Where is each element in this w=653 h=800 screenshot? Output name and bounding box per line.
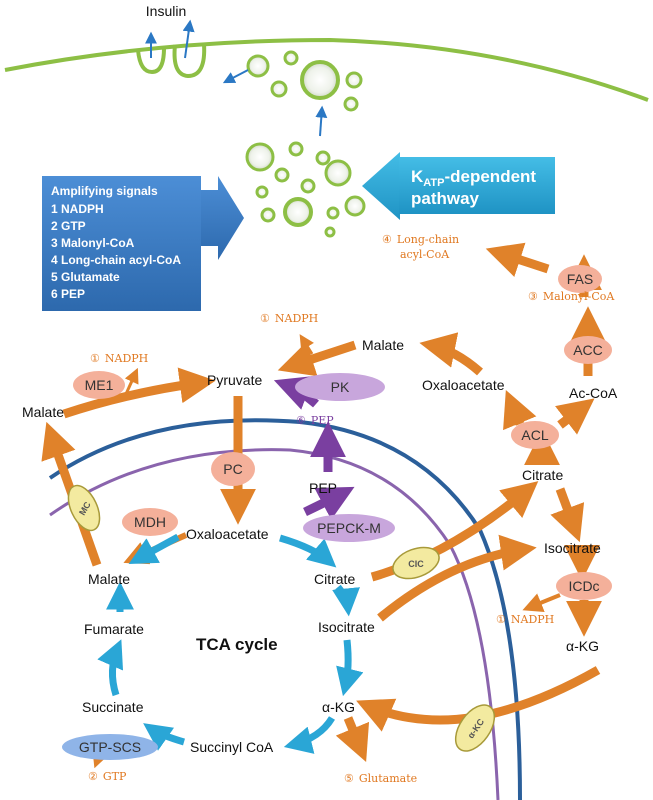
flux-arrow xyxy=(335,716,370,762)
pepck-label: PEPCK-M xyxy=(317,520,381,536)
mito-inner-membrane xyxy=(49,448,500,800)
amplifying-item: 6 PEP xyxy=(51,287,85,301)
gtp-scs-oval xyxy=(62,734,158,760)
pc-oval xyxy=(211,452,255,486)
metabolite-malate-mito: Malate xyxy=(88,571,130,587)
metabolite-pyruvate: Pyruvate xyxy=(207,372,262,388)
akc-transporter: α-KC xyxy=(454,704,496,752)
katp-arrowhead xyxy=(362,152,400,220)
metabolite-citrate-mito: Citrate xyxy=(314,571,355,587)
pk-label: PK xyxy=(331,379,350,395)
tca-arrow xyxy=(97,639,124,697)
gtp-scs-label: GTP-SCS xyxy=(79,739,141,755)
amplifying-signals-box xyxy=(42,176,201,311)
amplifying-item: 2 GTP xyxy=(51,219,86,233)
mdh-label: MDH xyxy=(134,514,166,530)
katp-pathway-box xyxy=(399,157,555,214)
cic-label: CIC xyxy=(408,559,424,569)
acc-oval xyxy=(564,336,612,364)
metabolite-akg-mito: α-KG xyxy=(322,699,355,715)
amplifying-arrowhead xyxy=(198,176,244,260)
exocytosis-pit xyxy=(172,43,207,79)
tca-arrow xyxy=(332,584,360,617)
amplifying-item: 3 Malonyl-CoA xyxy=(51,236,135,250)
flux-arrow xyxy=(419,332,483,376)
insulin-granules xyxy=(246,50,363,112)
me1-oval xyxy=(73,371,125,399)
metabolite-succinyl-coa: Succinyl CoA xyxy=(190,739,274,755)
katp-label-line1: KATP-dependent xyxy=(411,167,536,189)
metabolite-isocitrate-mito: Isocitrate xyxy=(318,619,375,635)
katp-label-line2: pathway xyxy=(411,189,480,208)
flux-arrow xyxy=(370,481,539,582)
metabolite-pep-mito: PEP xyxy=(309,480,337,496)
tca-arrow xyxy=(336,639,364,697)
granule-move-arrow xyxy=(222,69,249,84)
acc-label: ACC xyxy=(573,342,603,358)
metabolite-citrate-cytosol: Citrate xyxy=(522,467,563,483)
pc-label: PC xyxy=(223,461,242,477)
amplifying-item: 4 Long-chain acyl-CoA xyxy=(51,253,181,267)
amplifying-item: 5 Glutamate xyxy=(51,270,120,284)
mdh-oval xyxy=(122,508,178,536)
amplifying-title: Amplifying signals xyxy=(51,184,158,198)
metabolite-akg-cytosol: α-KG xyxy=(566,638,599,654)
cic-transporter: CIC xyxy=(392,546,440,580)
icdc-oval xyxy=(556,572,612,600)
flux-arrow xyxy=(62,367,216,419)
tca-cycle-label: TCA cycle xyxy=(196,635,278,654)
metabolite-succinate: Succinate xyxy=(82,699,144,715)
pepck-oval xyxy=(303,514,395,542)
pk-oval xyxy=(295,373,385,401)
pep-arrow xyxy=(303,486,355,520)
tca-arrow xyxy=(283,716,336,754)
fas-label: FAS xyxy=(567,271,593,287)
plasma-membrane xyxy=(4,37,649,102)
flux-arrow xyxy=(503,390,537,431)
flux-arrow xyxy=(356,666,601,732)
mc-transporter: MC xyxy=(67,484,101,532)
insulin-granule-cluster xyxy=(245,141,366,238)
metabolite-isocitrate-cytosol: Isocitrate xyxy=(544,540,601,556)
flux-arrow xyxy=(377,534,537,622)
amplifying-item: 1 NADPH xyxy=(51,202,104,216)
acl-label: ACL xyxy=(521,427,548,443)
metabolite-oxaloacetate-cytosol: Oxaloacetate xyxy=(422,377,505,393)
nadph-branch-arrow xyxy=(124,367,139,395)
nadph-branch-arrow xyxy=(299,334,314,355)
tca-arrow xyxy=(143,723,185,751)
acl-oval xyxy=(511,421,559,449)
metabolite-fumarate: Fumarate xyxy=(84,621,144,637)
flux-arrow xyxy=(277,340,357,377)
metabolite-oxaloacetate-mito: Oxaloacetate xyxy=(186,526,269,542)
metabolite-malate-top: Malate xyxy=(362,337,404,353)
flux-arrow xyxy=(550,487,585,543)
me1-label: ME1 xyxy=(85,377,114,393)
metabolite-ac-coa: Ac-CoA xyxy=(569,385,618,401)
flux-arrow xyxy=(485,242,550,277)
insulin-release-arrow xyxy=(182,19,195,59)
flux-arrow xyxy=(555,398,595,435)
nadph-branch-arrow xyxy=(522,593,561,612)
tca-arrow xyxy=(128,533,180,565)
fas-oval xyxy=(558,265,602,293)
tca-arrow xyxy=(279,534,337,568)
icdc-label: ICDc xyxy=(568,578,599,594)
signal-long-chain-acyl-coa-line2: acyl-CoA xyxy=(400,248,450,261)
insulin-label: Insulin xyxy=(146,3,186,19)
granule-move-arrow xyxy=(315,105,328,137)
mito-outer-membrane xyxy=(48,418,522,800)
exocytosis-pit xyxy=(136,47,166,75)
metabolite-malate-cytosol: Malate xyxy=(22,404,64,420)
